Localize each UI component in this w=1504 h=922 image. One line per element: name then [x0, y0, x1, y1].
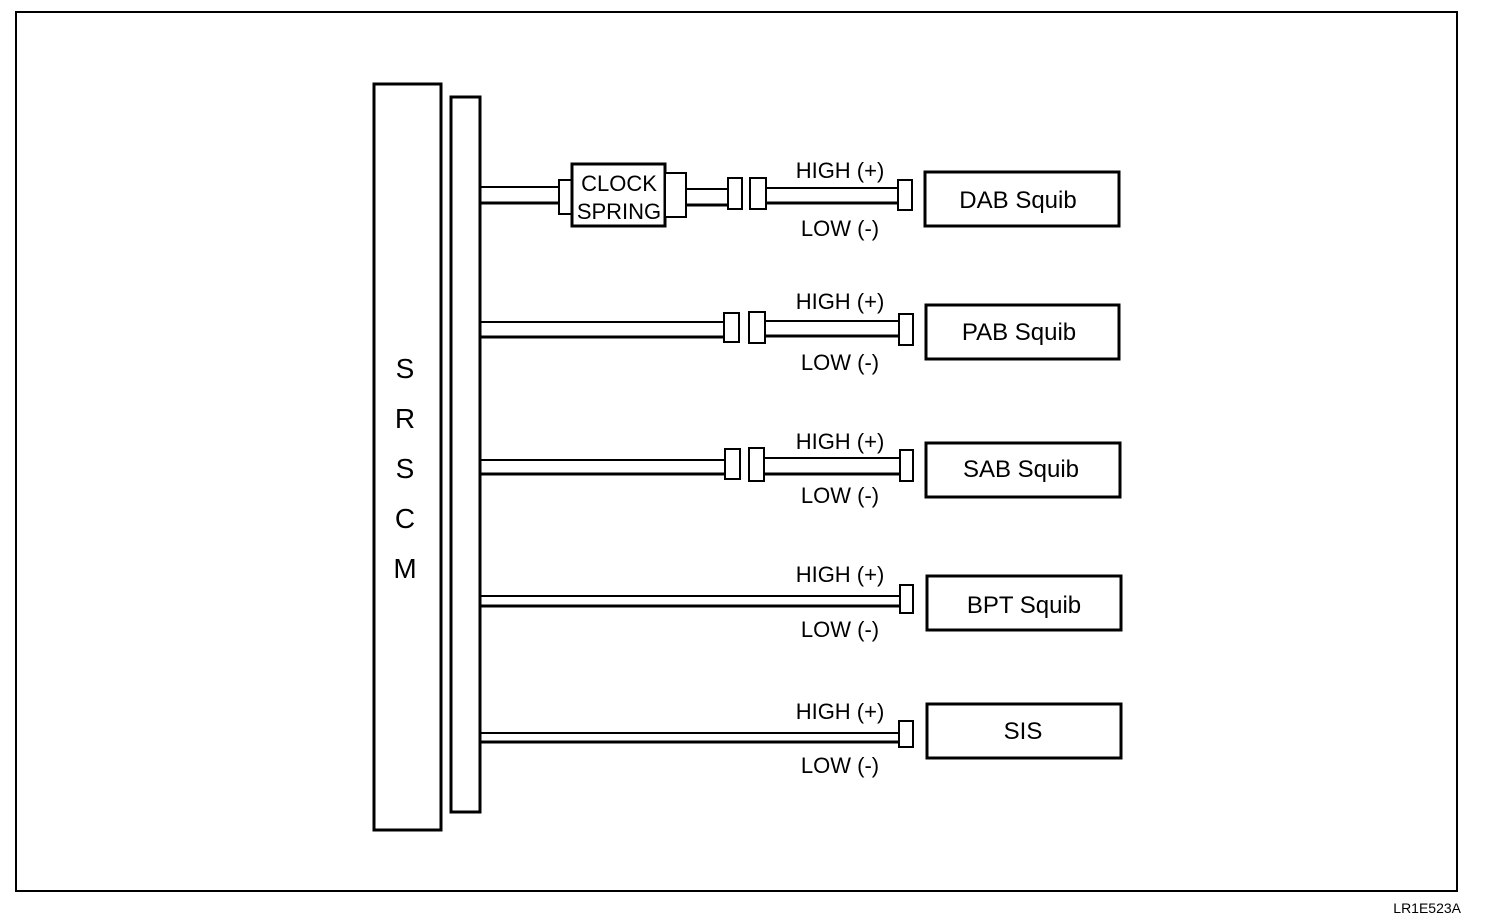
device-label-pab: PAB Squib	[962, 319, 1076, 346]
device-box-bpt	[925, 574, 1123, 632]
srscm-letter-2: R	[395, 403, 415, 434]
srscm-module-box	[372, 82, 443, 832]
srscm-letter-1: S	[396, 353, 415, 384]
high-label: HIGH (+)	[796, 158, 885, 183]
device-box-pab	[924, 303, 1121, 361]
low-label: LOW (-)	[801, 753, 879, 778]
circuit-pab: HIGH (+) LOW (-) PAB Squib	[480, 289, 1121, 375]
low-label: LOW (-)	[801, 350, 879, 375]
connector-socket	[749, 177, 767, 210]
high-label: HIGH (+)	[796, 562, 885, 587]
device-box-sab	[924, 441, 1122, 499]
low-label: LOW (-)	[801, 617, 879, 642]
figure-code: LR1E523A	[1393, 900, 1461, 916]
circuit-dab: CLOCK SPRING HIGH (+) LOW (-) DAB Squib	[480, 158, 1121, 241]
device-box-dab	[923, 170, 1121, 228]
diagram-frame	[15, 11, 1458, 892]
device-label-bpt: BPT Squib	[967, 592, 1081, 619]
high-label: HIGH (+)	[796, 289, 885, 314]
connector-socket	[748, 447, 765, 482]
high-label: HIGH (+)	[796, 429, 885, 454]
srscm-letter-3: S	[396, 453, 415, 484]
low-label: LOW (-)	[801, 216, 879, 241]
connector-plug	[558, 179, 573, 215]
connector-plug	[664, 172, 687, 218]
clock-spring-label-2: SPRING	[577, 199, 661, 224]
circuit-sab: HIGH (+) LOW (-) SAB Squib	[481, 429, 1122, 508]
srscm-letter-4: C	[395, 503, 415, 534]
connector-plug	[724, 448, 741, 480]
clock-spring-label-1: CLOCK	[581, 171, 657, 196]
squib-connector	[899, 584, 914, 614]
clock-spring-box	[570, 162, 667, 228]
device-label-sis: SIS	[1004, 718, 1043, 745]
circuit-sis: HIGH (+) LOW (-) SIS	[480, 699, 1123, 778]
srscm-module: S R S C M	[372, 82, 443, 832]
squib-connector	[898, 720, 914, 748]
device-box-sis	[925, 702, 1123, 760]
srscm-letter-5: M	[393, 553, 416, 584]
low-label: LOW (-)	[801, 483, 879, 508]
squib-connector	[899, 449, 914, 482]
high-label: HIGH (+)	[796, 699, 885, 724]
squib-connector	[898, 313, 914, 346]
connector-socket	[748, 311, 766, 344]
circuit-bpt: HIGH (+) LOW (-) BPT Squib	[480, 562, 1123, 642]
srscm-connector-bar	[449, 95, 482, 814]
device-label-sab: SAB Squib	[963, 456, 1079, 483]
connector-plug	[723, 312, 740, 343]
connector-plug	[727, 177, 743, 210]
squib-connector	[897, 179, 913, 211]
device-label-dab: DAB Squib	[959, 187, 1076, 214]
